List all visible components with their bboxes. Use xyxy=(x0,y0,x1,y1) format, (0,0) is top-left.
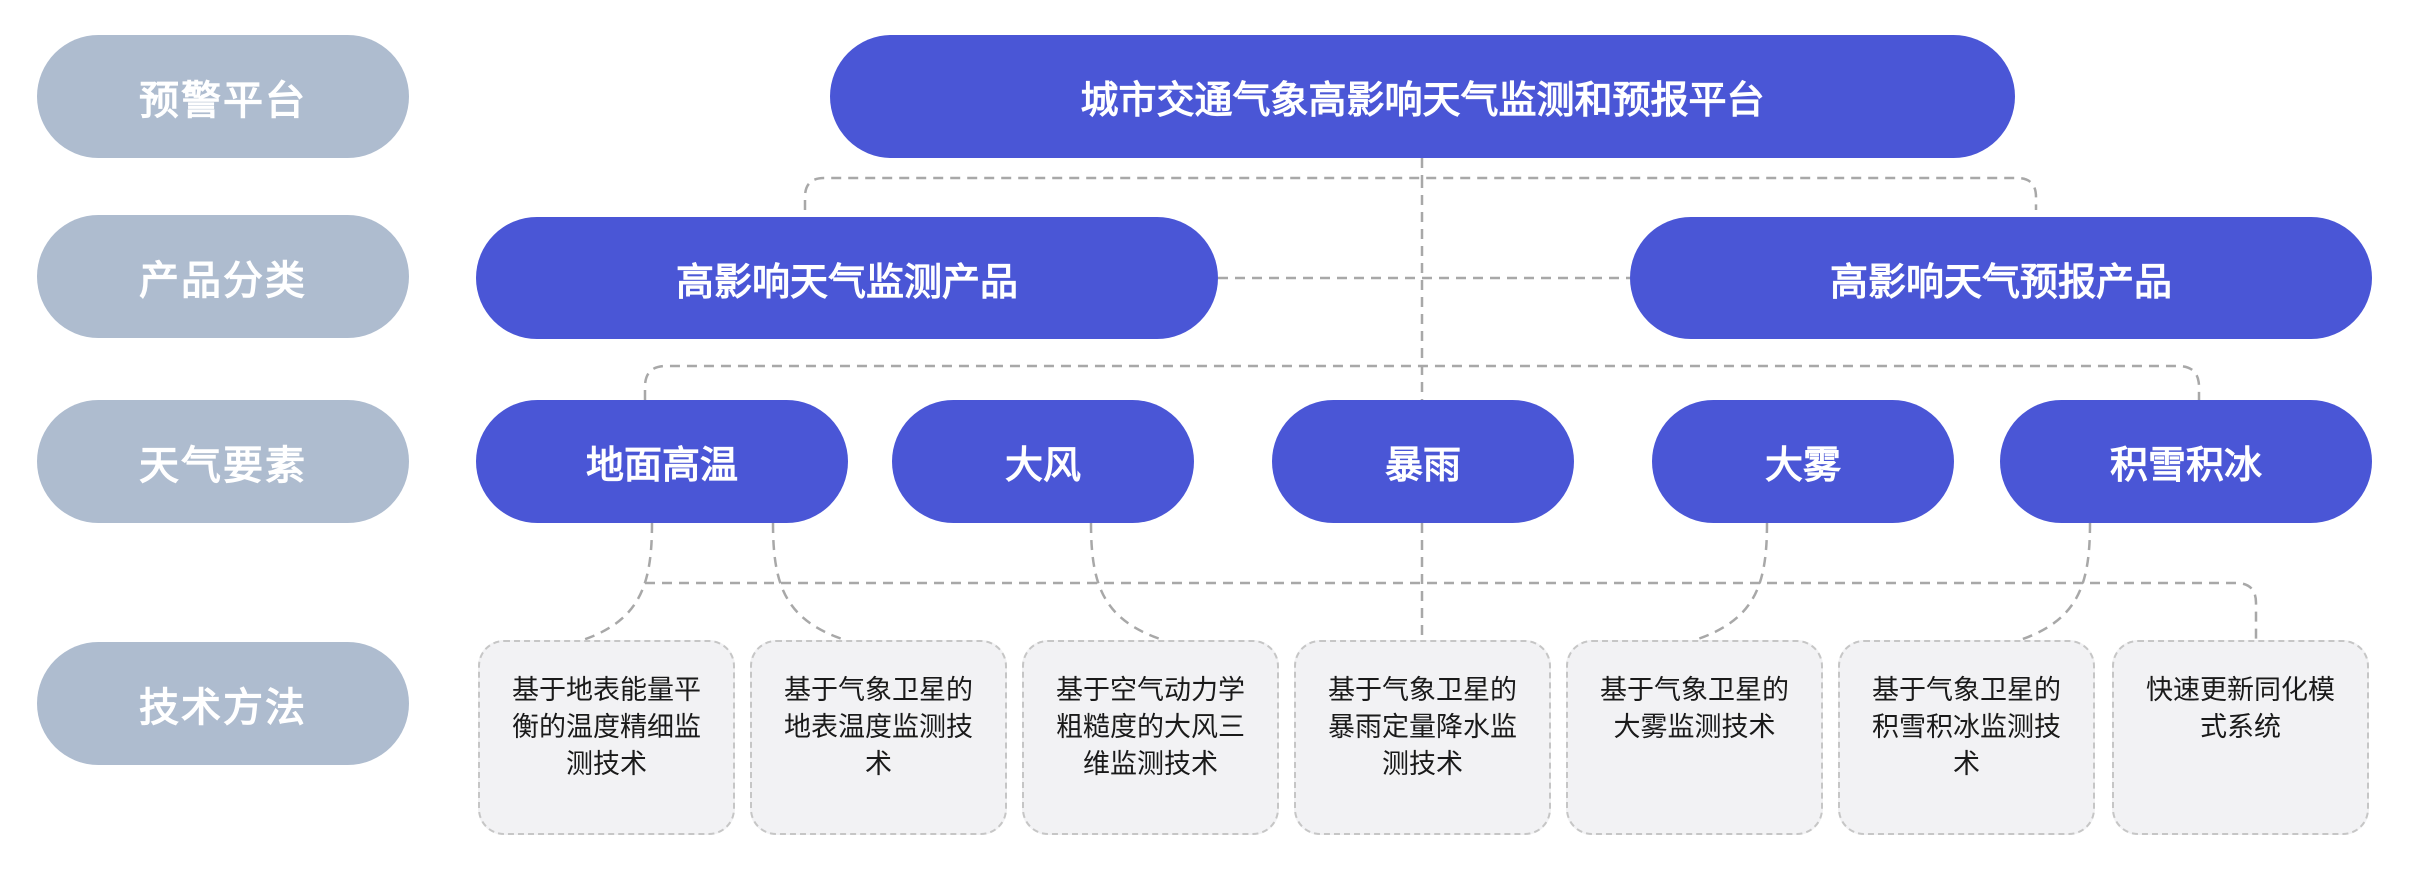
connector-platform xyxy=(803,158,2038,210)
element-rainstorm-node: 暴雨 xyxy=(1272,400,1574,523)
technique-box-5: 基于气象卫星的大雾监测技术 xyxy=(1566,640,1823,835)
platform-node: 城市交通气象高影响天气监测和预报平台 xyxy=(830,35,2015,158)
connector-tech-2 xyxy=(771,522,846,642)
technique-box-2: 基于气象卫星的地表温度监测技术 xyxy=(750,640,1007,835)
technique-box-1: 基于地表能量平衡的温度精细监测技术 xyxy=(478,640,735,835)
technique-box-3: 基于空气动力学粗糙度的大风三维监测技术 xyxy=(1022,640,1279,835)
category-forecast-node: 高影响天气预报产品 xyxy=(1630,217,2372,339)
category-monitoring-node: 高影响天气监测产品 xyxy=(476,217,1218,339)
connector-tech-6 xyxy=(2019,522,2092,642)
element-fog-node: 大雾 xyxy=(1652,400,1954,523)
connector-tech-5 xyxy=(1694,522,1769,642)
connector-long xyxy=(645,581,2258,640)
element-snow-ice-node: 积雪积冰 xyxy=(2000,400,2372,523)
level-label-method: 技术方法 xyxy=(37,642,409,765)
technique-box-6: 基于气象卫星的积雪积冰监测技术 xyxy=(1838,640,2095,835)
connector-tech-1 xyxy=(582,522,654,642)
level-label-platform: 预警平台 xyxy=(37,35,409,158)
element-strong-wind-node: 大风 xyxy=(892,400,1194,523)
connector-tech-3 xyxy=(1089,522,1164,642)
level-label-category: 产品分类 xyxy=(37,215,409,338)
technique-box-7: 快速更新同化模式系统 xyxy=(2112,640,2369,835)
technique-box-4: 基于气象卫星的暴雨定量降水监测技术 xyxy=(1294,640,1551,835)
connector-elements xyxy=(643,178,2201,400)
element-high-temperature-node: 地面高温 xyxy=(476,400,848,523)
level-label-element: 天气要素 xyxy=(37,400,409,523)
